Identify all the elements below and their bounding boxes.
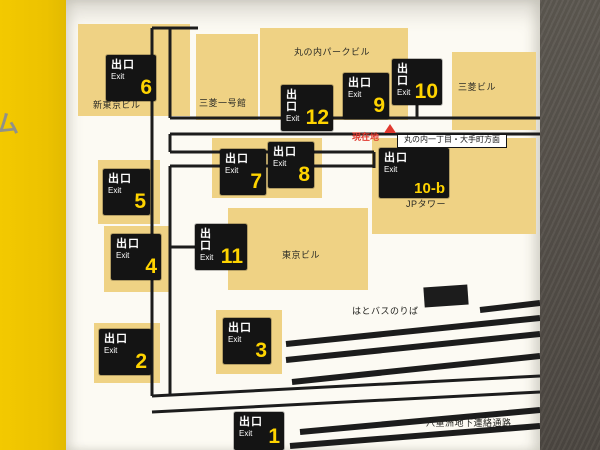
sign-frame-left: ム (0, 0, 66, 450)
map-poster (66, 0, 540, 450)
partial-text: ム (0, 111, 19, 138)
wall-right (540, 0, 600, 450)
